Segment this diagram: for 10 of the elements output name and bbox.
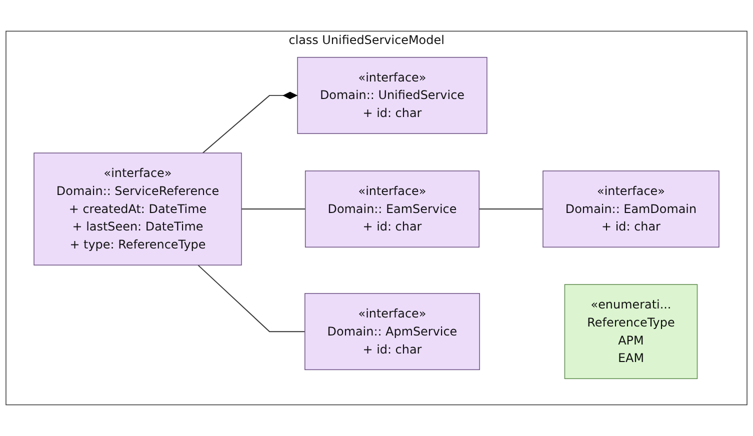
node-box: «interface» Domain:: ApmService + id: char <box>304 293 480 370</box>
node-box: «enumerati... ReferenceType APM EAM <box>564 284 698 380</box>
node-box: «interface» Domain:: EamDomain + id: char <box>542 170 720 248</box>
node-box: «interface» Domain:: EamService + id: char <box>304 170 480 248</box>
node-box: «interface» Domain:: ServiceReference + createdAt: DateTime + lastSeen: DateTime + type: ReferenceType <box>34 152 242 266</box>
connector <box>241 208 306 210</box>
connector <box>202 92 298 154</box>
connector <box>198 264 306 332</box>
connector <box>478 208 544 210</box>
node-box: «interface» Domain:: UnifiedService + id: char <box>297 56 488 134</box>
